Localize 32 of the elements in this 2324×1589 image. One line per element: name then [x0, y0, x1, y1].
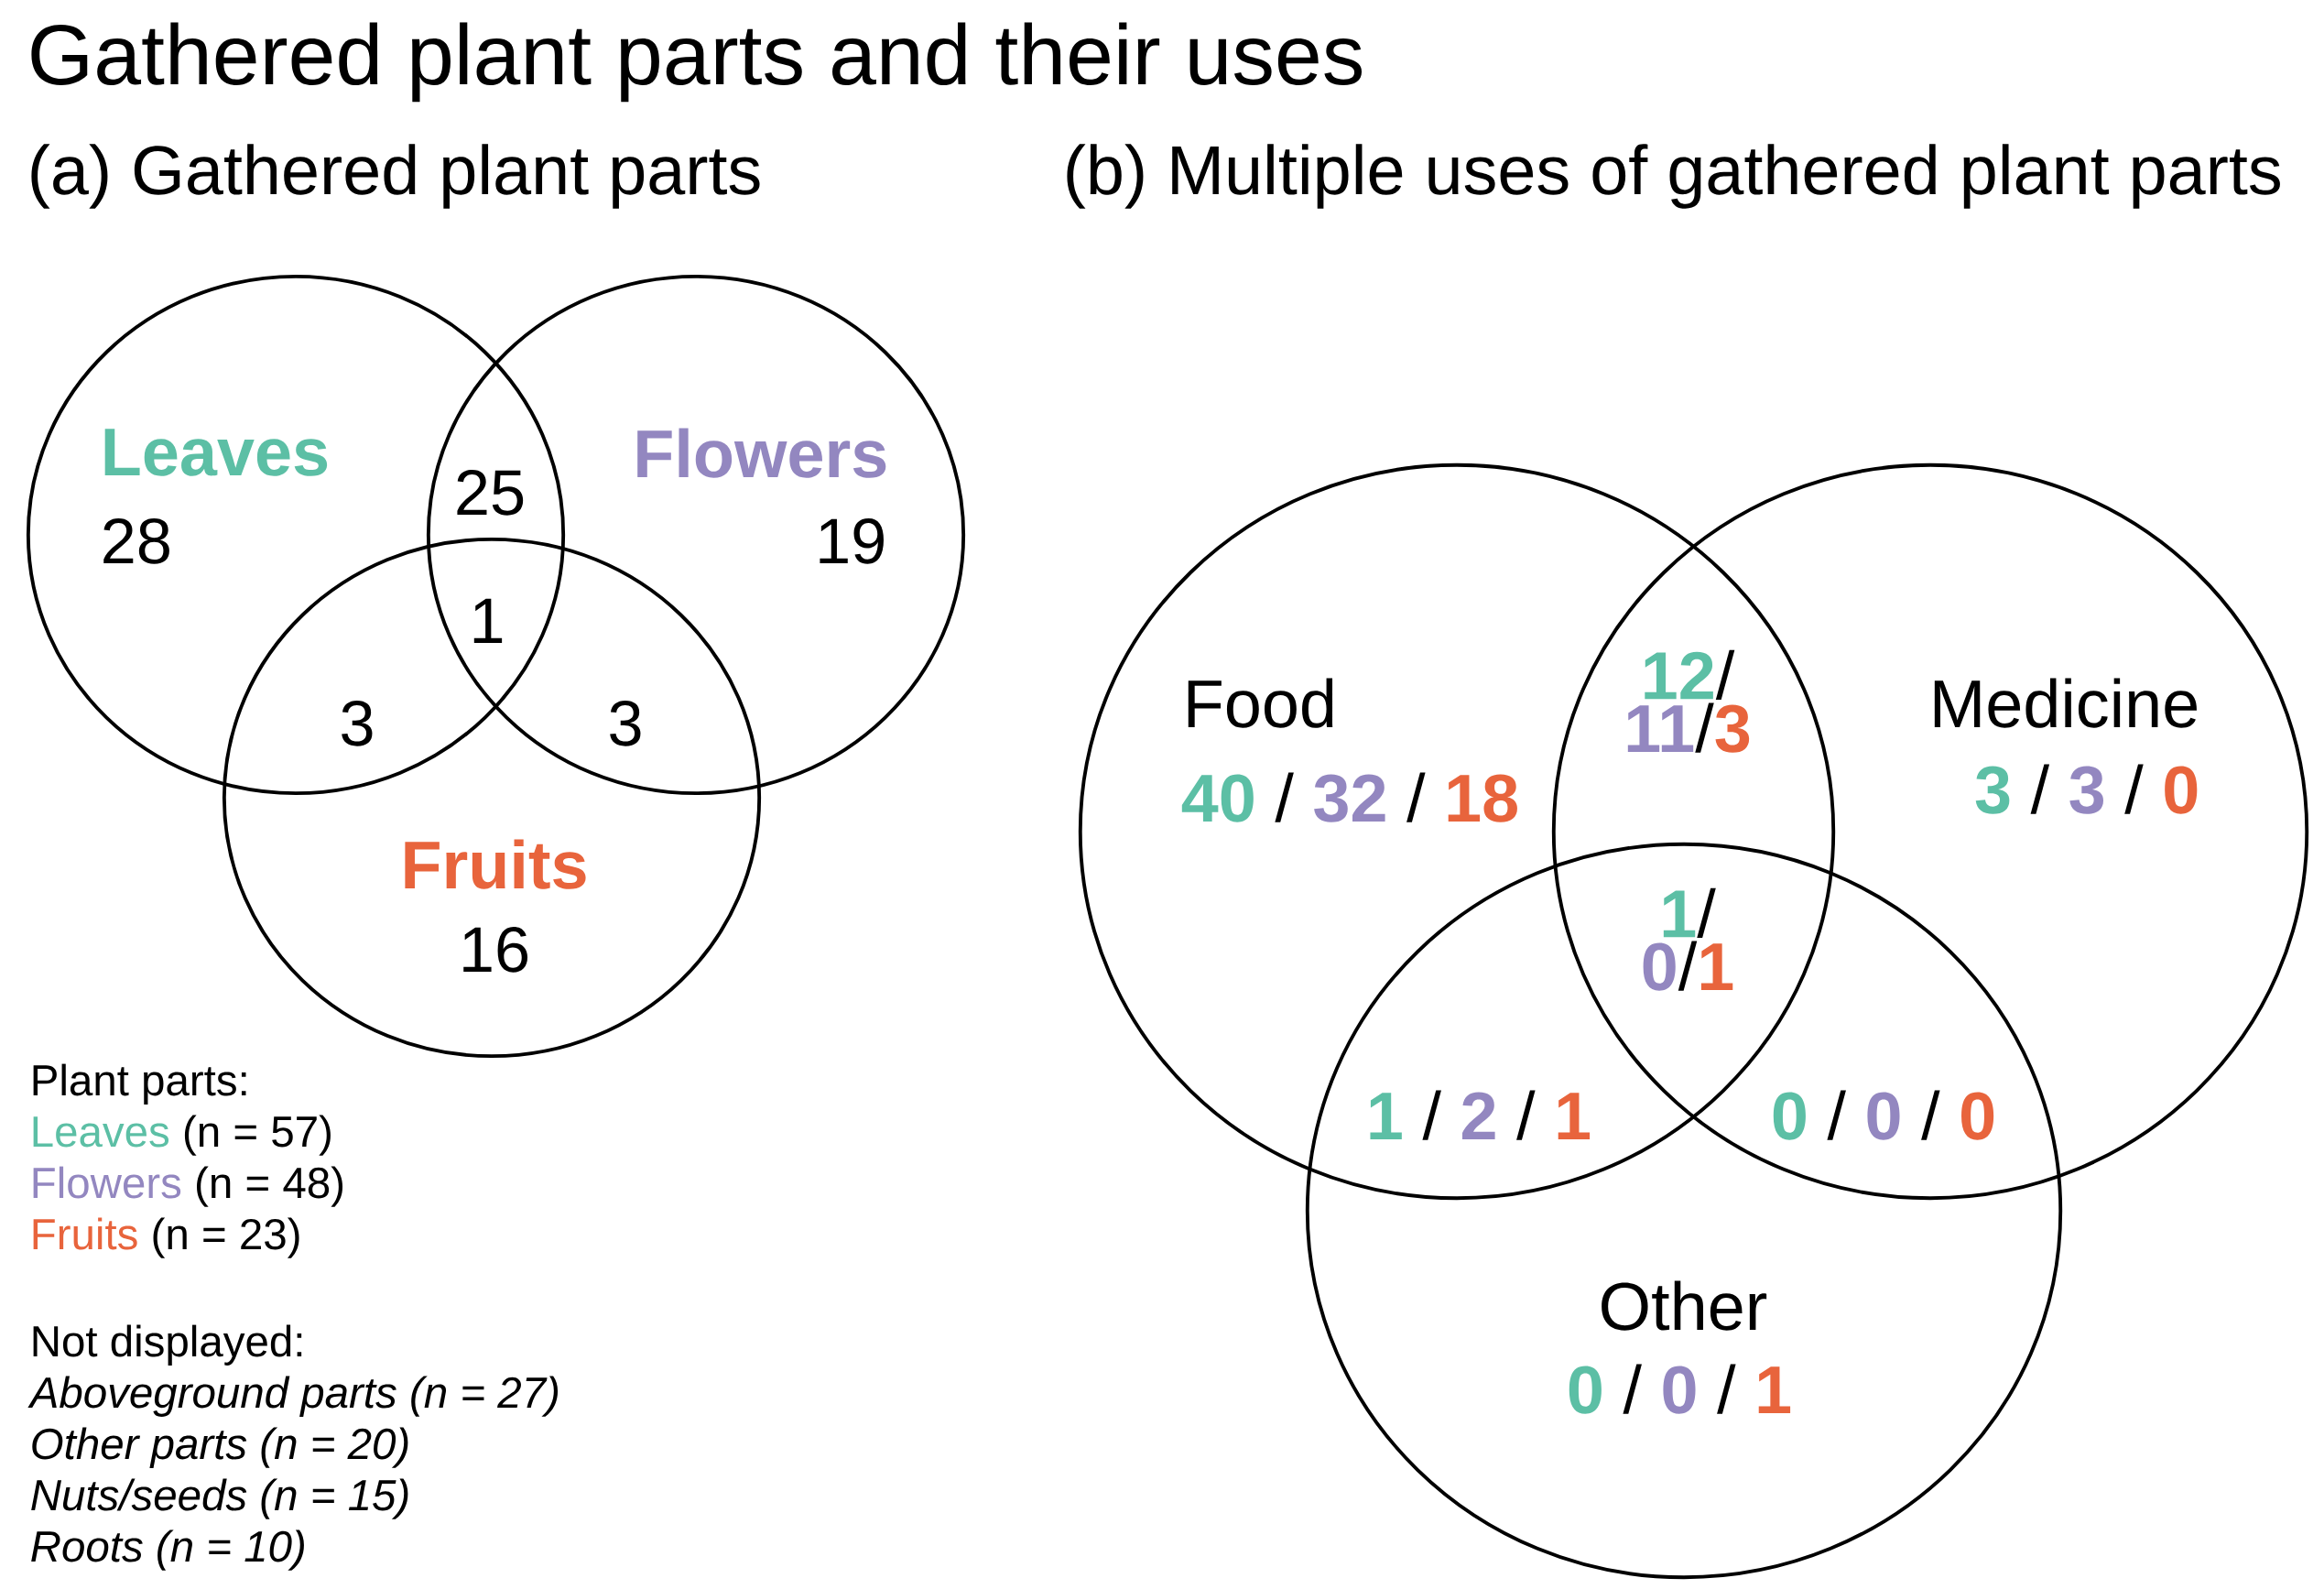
legend-entry: Leaves (n = 57) — [33, 1115, 331, 1156]
count-label: 3 / 3 / 0 — [1975, 764, 2198, 814]
title: Gathered plant parts and their uses — [31, 22, 1362, 103]
note-heading: Not displayed: — [33, 1324, 302, 1366]
count-label: 3 — [610, 700, 641, 746]
count-label: 40 / 32 / 18 — [1181, 772, 1517, 822]
panel-heading: (b) Multiple uses of gathered plant parts — [1067, 144, 2280, 209]
note: Nuts/seeds (n = 15) — [31, 1478, 408, 1519]
set-label: Fruits — [405, 839, 586, 889]
count-label: 3 — [342, 700, 373, 746]
count-label: 12/ 11/3 — [1627, 649, 1750, 753]
count-label: 0 / 0 / 1 — [1569, 1364, 1791, 1414]
count-label: 25 — [457, 469, 524, 516]
legend-entry: Flowers (n = 48) — [33, 1166, 343, 1207]
count-label: 16 — [463, 926, 527, 973]
note: Other parts (n = 20) — [32, 1427, 408, 1468]
set-label: Medicine — [1934, 678, 2197, 728]
count-label: 19 — [820, 517, 884, 564]
note: Aboveground parts (n = 27) — [27, 1376, 559, 1417]
set-label: Food — [1188, 678, 1333, 728]
set-label: Flowers — [637, 428, 886, 478]
count-label: 0 / 0 / 0 — [1773, 1090, 1994, 1140]
set-label: Other — [1602, 1280, 1767, 1331]
legend-heading: Plant parts: — [33, 1063, 246, 1105]
count-label: 28 — [103, 517, 169, 564]
count-label: 1 — [473, 598, 503, 643]
panel-heading: (a) Gathered plant parts — [31, 144, 760, 209]
note: Roots (n = 10) — [31, 1529, 304, 1571]
count-label: 1/ 0/1 — [1643, 887, 1733, 991]
count-label: 1 / 2 / 1 — [1370, 1090, 1591, 1140]
legend-entry: Fruits (n = 23) — [33, 1217, 299, 1258]
set-label: Leaves — [104, 429, 328, 476]
